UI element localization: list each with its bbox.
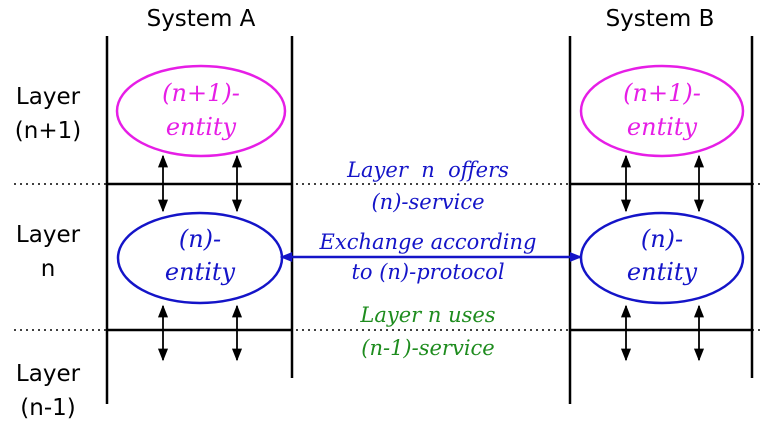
offers-text-line1: Layer n offers (346, 158, 509, 182)
layer-n-label-line2: n (41, 256, 56, 282)
layer-n-minus-1-label-line2: (n-1) (20, 395, 75, 421)
system-a-n-entity-line1: (n)- (179, 225, 221, 253)
system-b-box (568, 36, 754, 404)
layer-n-label-line1: Layer (16, 222, 81, 248)
layer-n-minus-1-label-line1: Layer (16, 361, 81, 387)
layer-n-plus-1-label-line1: Layer (16, 84, 81, 110)
system-b-n-entity-line1: (n)- (641, 225, 683, 253)
system-a-n-plus-1-entity-line2: entity (166, 113, 237, 141)
system-a-n-plus-1-entity (115, 64, 287, 158)
system-a-n-entity-line2: entity (165, 258, 236, 286)
system-a-box (105, 36, 294, 404)
system-b-label: System B (606, 6, 715, 32)
uses-text-line1: Layer n uses (359, 303, 495, 327)
system-b-n-plus-1-entity-line2: entity (627, 113, 698, 141)
system-b-n-entity-line2: entity (627, 258, 698, 286)
layer-n-plus-1-label-line2: (n+1) (15, 118, 81, 144)
protocol-text-line2: to (n)-protocol (351, 260, 504, 284)
uses-text-line2: (n-1)-service (361, 336, 494, 360)
offers-text-line2: (n)-service (371, 190, 484, 214)
system-b-n-plus-1-entity (579, 64, 745, 158)
system-a-n-plus-1-entity-line1: (n+1)- (162, 79, 240, 107)
protocol-text-line1: Exchange according (319, 230, 537, 254)
system-a-label: System A (147, 6, 256, 32)
system-b-n-plus-1-entity-line1: (n+1)- (623, 79, 701, 107)
